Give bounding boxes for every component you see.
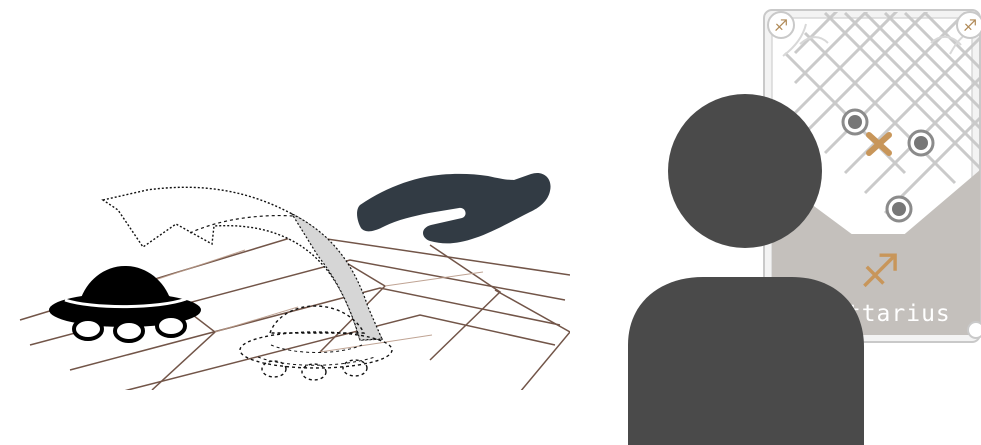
sagittarius-symbol: ♐	[859, 244, 900, 298]
card-piece-2	[909, 131, 933, 155]
board-inner-line-2	[215, 307, 298, 332]
board-inner-line-3	[385, 272, 483, 286]
corner-sagittarius-icon-left: ♐	[774, 16, 788, 35]
ufo-token[interactable]	[49, 266, 201, 341]
corner-sagittarius-icon-right: ♐	[963, 16, 977, 35]
board-cell-right[interactable]	[430, 245, 500, 360]
card-piece-3	[887, 197, 911, 221]
card-bottom-right-corner	[968, 322, 981, 338]
player-head	[668, 94, 822, 248]
card-top-right-corner: ♐	[957, 12, 981, 38]
board-cell-far-right[interactable]	[495, 290, 570, 392]
player-body	[628, 277, 864, 445]
hand-icon	[357, 173, 551, 243]
card-piece-1	[843, 110, 867, 134]
card-top-left-corner: ♐	[768, 12, 794, 38]
board-inner-line-1	[155, 250, 245, 280]
